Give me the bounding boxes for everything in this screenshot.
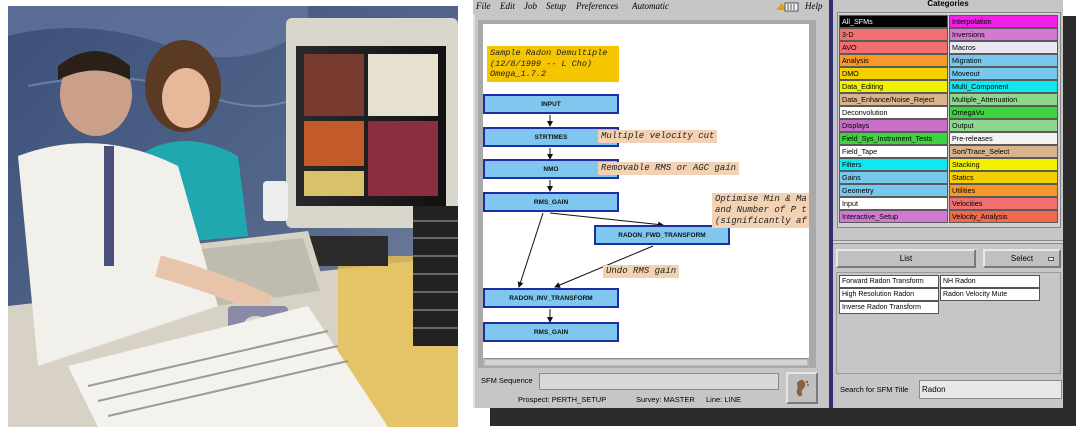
result-high-res-radon[interactable]: High Resolution Radon bbox=[839, 288, 939, 301]
module-nmo[interactable]: NMO bbox=[483, 159, 619, 179]
category-multi-component[interactable]: Multi_Component bbox=[949, 80, 1058, 93]
category-data-enhance-noise-reject[interactable]: Data_Enhance/Noise_Reject bbox=[839, 93, 948, 106]
category-statics[interactable]: Statics bbox=[949, 171, 1058, 184]
pane-separator[interactable] bbox=[833, 240, 1063, 244]
comment-removable-gain[interactable]: Removable RMS or AGC gain bbox=[598, 162, 740, 175]
menu-help[interactable]: Help bbox=[805, 1, 823, 11]
status-line: Line: LINE bbox=[706, 395, 742, 404]
result-radon-velocity-mute[interactable]: Radon Velocity Mute bbox=[940, 288, 1040, 301]
search-input[interactable]: Radon bbox=[919, 380, 1062, 399]
category-input[interactable]: Input bbox=[839, 197, 948, 210]
menu-setup[interactable]: Setup bbox=[546, 1, 566, 11]
categories-title: Categories bbox=[927, 0, 969, 8]
module-input[interactable]: INPUT bbox=[483, 94, 619, 114]
status-survey: Survey: MASTER bbox=[636, 395, 695, 404]
category-avo[interactable]: AVO bbox=[839, 41, 948, 54]
category-macros[interactable]: Macros bbox=[949, 41, 1058, 54]
sfm-sequence-label: SFM Sequence bbox=[481, 376, 533, 385]
category-analysis[interactable]: Analysis bbox=[839, 54, 948, 67]
list-button[interactable]: List bbox=[836, 249, 976, 268]
status-bar: Prospect: PERTH_SETUP Survey: MASTER Lin… bbox=[478, 394, 778, 407]
menu-edit[interactable]: Edit bbox=[500, 1, 515, 11]
sfm-sequence-row: SFM Sequence bbox=[477, 372, 779, 392]
category-stacking[interactable]: Stacking bbox=[949, 158, 1058, 171]
scrollbar-thumb[interactable] bbox=[485, 360, 807, 365]
category-geometry[interactable]: Geometry bbox=[839, 184, 948, 197]
category-sort-trace-select[interactable]: Sort/Trace_Select bbox=[949, 145, 1058, 158]
result-inverse-radon[interactable]: Inverse Radon Transform bbox=[839, 301, 939, 314]
footprint-icon bbox=[796, 379, 809, 397]
menu-job[interactable]: Job bbox=[524, 1, 537, 11]
module-radon-inv-transform[interactable]: RADON_INV_TRANSFORM bbox=[483, 288, 619, 308]
category-multiple-attenuation[interactable]: Multiple_Attenuation bbox=[949, 93, 1058, 106]
category-3-d[interactable]: 3-D bbox=[839, 28, 948, 41]
module-radon-fwd-transform[interactable]: RADON_FWD_TRANSFORM bbox=[594, 225, 730, 245]
category-interpolation[interactable]: Interpolation bbox=[949, 15, 1058, 28]
office-photo bbox=[8, 6, 458, 427]
select-button[interactable]: Select bbox=[983, 249, 1061, 268]
category-field-tape[interactable]: Field_Tape bbox=[839, 145, 948, 158]
select-button-label: Select bbox=[1010, 254, 1034, 263]
pane-divider[interactable] bbox=[829, 0, 833, 408]
category-filters[interactable]: Filters bbox=[839, 158, 948, 171]
menu-bar: File Edit Job Setup Preferences Automati… bbox=[473, 0, 829, 14]
category-gains[interactable]: Gains bbox=[839, 171, 948, 184]
comment-velocity-cut[interactable]: Multiple velocity cut bbox=[598, 130, 718, 143]
status-prospect: Prospect: PERTH_SETUP bbox=[518, 395, 607, 404]
category-velocities[interactable]: Velocities bbox=[949, 197, 1058, 210]
module-rms-gain-2[interactable]: RMS_GAIN bbox=[483, 322, 619, 342]
category-migration[interactable]: Migration bbox=[949, 54, 1058, 67]
flow-canvas[interactable]: Sample Radon Demultiple (12/8/1999 -- L … bbox=[483, 24, 809, 358]
category-velocity-analysis[interactable]: Velocity_Analysis bbox=[949, 210, 1058, 223]
result-nh-radon[interactable]: NH Radon bbox=[940, 275, 1040, 288]
sequence-foot-button[interactable] bbox=[786, 372, 818, 404]
flow-horizontal-scrollbar[interactable] bbox=[483, 358, 809, 366]
category-dmo[interactable]: DMO bbox=[839, 67, 948, 80]
category-inversions[interactable]: Inversions bbox=[949, 28, 1058, 41]
module-rms-gain[interactable]: RMS_GAIN bbox=[483, 192, 619, 212]
category-omegavu[interactable]: OmegaVu bbox=[949, 106, 1058, 119]
window-shadow bbox=[1063, 16, 1076, 424]
sfm-sequence-input[interactable] bbox=[539, 373, 779, 390]
flow-note[interactable]: Sample Radon Demultiple (12/8/1999 -- L … bbox=[487, 46, 619, 82]
menu-automatic[interactable]: Automatic bbox=[632, 1, 669, 11]
option-menu-indicator-icon bbox=[1048, 257, 1054, 261]
window-shadow bbox=[490, 408, 1076, 426]
category-moveout[interactable]: Moveout bbox=[949, 67, 1058, 80]
comment-optimise[interactable]: Optimise Min & Ma and Number of P t (sig… bbox=[712, 193, 809, 228]
category-output[interactable]: Output bbox=[949, 119, 1058, 132]
category-utilities[interactable]: Utilities bbox=[949, 184, 1058, 197]
category-displays[interactable]: Displays bbox=[839, 119, 948, 132]
omega-logo-icon bbox=[776, 2, 799, 12]
category-field-sys-instrument-tests[interactable]: Field_Sys_Instrument_Tests bbox=[839, 132, 948, 145]
category-pre-releases[interactable]: Pre-releases bbox=[949, 132, 1058, 145]
search-label: Search for SFM Title bbox=[840, 385, 909, 394]
comment-undo-gain[interactable]: Undo RMS gain bbox=[603, 265, 680, 278]
category-all-sfms[interactable]: All_SFMs bbox=[839, 15, 948, 28]
category-data-editing[interactable]: Data_Editing bbox=[839, 80, 948, 93]
result-forward-radon[interactable]: Forward Radon Transform bbox=[839, 275, 939, 288]
category-deconvolution[interactable]: Deconvolution bbox=[839, 106, 948, 119]
category-interactive-setup[interactable]: Interactive_Setup bbox=[839, 210, 948, 223]
menu-file[interactable]: File bbox=[476, 1, 491, 11]
menu-preferences[interactable]: Preferences bbox=[576, 1, 619, 11]
